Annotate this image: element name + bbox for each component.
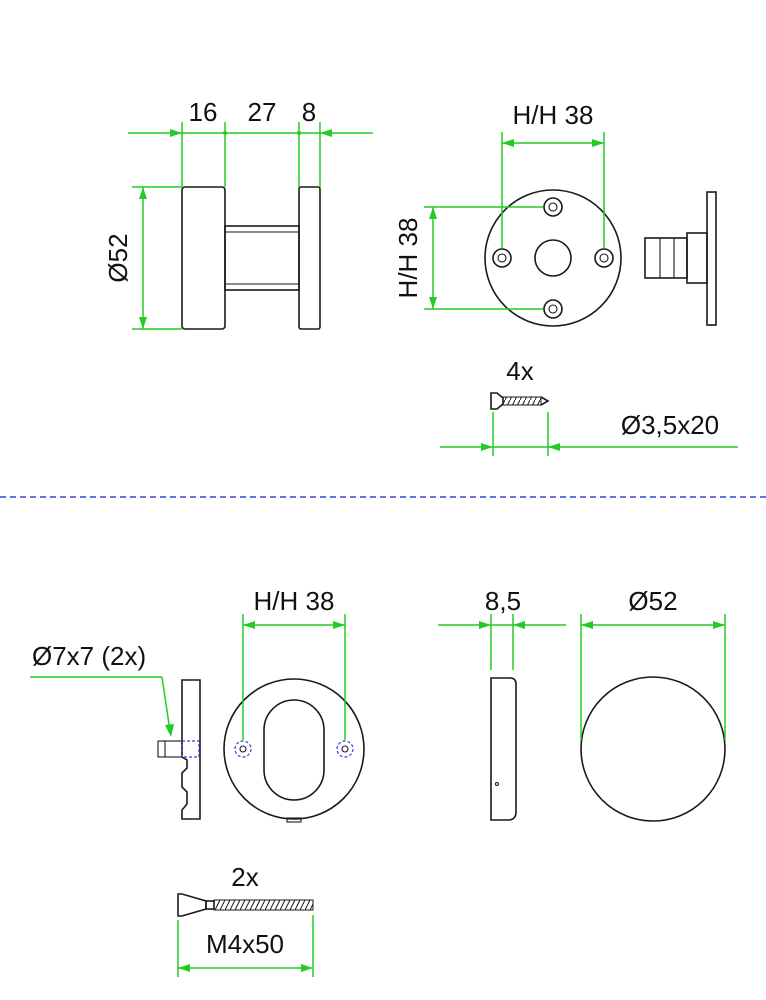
wood-screw bbox=[490, 392, 550, 410]
escutcheon-side-view bbox=[157, 679, 201, 820]
cover-thickness-dimension bbox=[438, 614, 566, 670]
dim-label-27: 27 bbox=[248, 97, 277, 127]
dim-label-diameter-52: Ø52 bbox=[103, 233, 133, 282]
escutcheon-front-view bbox=[223, 678, 365, 823]
cover-diameter-dimension bbox=[580, 614, 726, 740]
bolt-size: M4x50 bbox=[206, 929, 284, 959]
knob-diameter-dimension bbox=[132, 186, 182, 330]
pin-leader bbox=[30, 676, 174, 737]
wood-screw-dimension bbox=[440, 412, 738, 456]
dim-label-cover-diameter: Ø52 bbox=[628, 586, 677, 616]
escutcheon-dimension bbox=[242, 614, 346, 740]
dim-label-hh38-vertical: H/H 38 bbox=[393, 218, 423, 299]
rosette-side-view bbox=[644, 191, 717, 326]
dim-label-hh38-horizontal: H/H 38 bbox=[513, 100, 594, 130]
rosette-vertical-dimension bbox=[424, 206, 543, 310]
bolt-count: 2x bbox=[231, 862, 258, 892]
bolt-dimension bbox=[177, 915, 314, 977]
wood-screw-size: Ø3,5x20 bbox=[621, 410, 719, 440]
knob-side-view bbox=[181, 186, 321, 330]
dim-label-8: 8 bbox=[302, 97, 316, 127]
cover-side-view bbox=[490, 677, 517, 821]
rosette-front-view bbox=[484, 189, 622, 327]
knob-width-dimensions bbox=[128, 122, 373, 187]
cover-front-view bbox=[580, 676, 726, 822]
dim-label-cover-thickness: 8,5 bbox=[485, 586, 521, 616]
pin-label: Ø7x7 (2x) bbox=[32, 641, 146, 671]
rosette-horizontal-dimension bbox=[501, 132, 605, 248]
bolt bbox=[177, 893, 314, 917]
wood-screw-count: 4x bbox=[506, 356, 533, 386]
dim-label-escutcheon-hh38: H/H 38 bbox=[254, 586, 335, 616]
dim-label-16: 16 bbox=[189, 97, 218, 127]
